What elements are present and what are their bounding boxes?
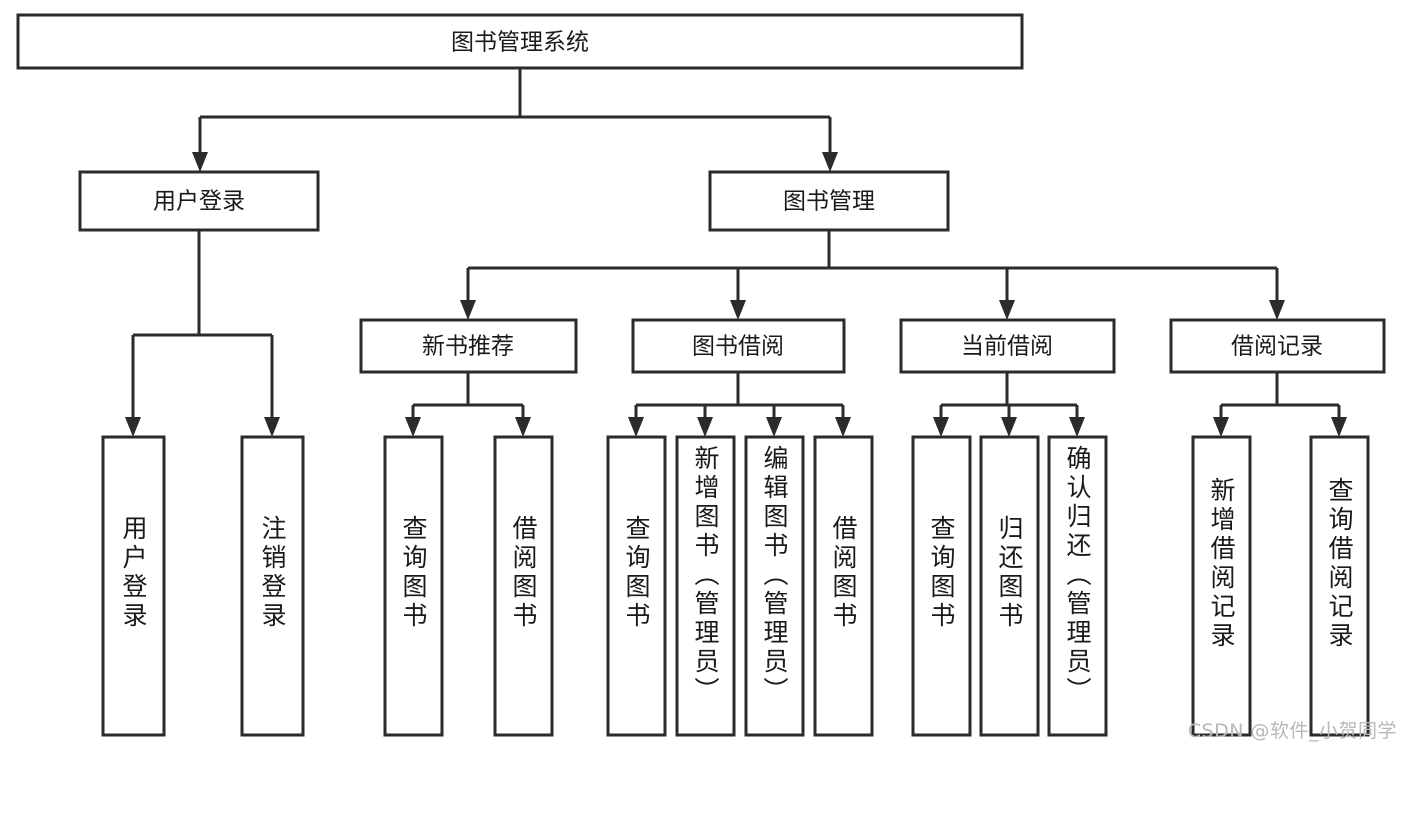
node-new-book-recommend-box[interactable] xyxy=(359,318,578,374)
arrow-head-bb-1 xyxy=(628,417,644,437)
connector-borrow-record-to-leaves xyxy=(1213,372,1347,437)
arrow-head-br-1 xyxy=(1213,417,1229,437)
arrow-head-bm-3 xyxy=(999,300,1015,320)
node-book-borrow[interactable]: 图书借阅 xyxy=(631,318,846,374)
leaf-add-book-admin-box[interactable] xyxy=(675,435,736,737)
connector-current-borrow-to-leaves xyxy=(933,372,1085,437)
leaf-query-book-1-box[interactable] xyxy=(383,435,444,737)
node-current-borrow[interactable]: 当前借阅 xyxy=(899,318,1116,374)
arrow-head-root-1 xyxy=(192,152,208,172)
leaf-query-borrow-record-box[interactable] xyxy=(1309,435,1370,737)
node-root[interactable]: 图书管理系统 xyxy=(16,13,1024,70)
arrow-head-user-login-1 xyxy=(125,417,141,437)
node-user-login[interactable]: 用户登录 xyxy=(78,170,320,232)
arrow-head-bm-2 xyxy=(730,300,746,320)
arrow-head-br-2 xyxy=(1331,417,1347,437)
leaf-query-book-3-box[interactable] xyxy=(911,435,972,737)
leaf-return-book-box[interactable] xyxy=(979,435,1040,737)
node-new-book-recommend[interactable]: 新书推荐 xyxy=(359,318,578,374)
node-book-management-label: 图书管理 xyxy=(783,189,875,215)
node-current-borrow-box[interactable] xyxy=(899,318,1116,374)
arrow-head-bb-4 xyxy=(835,417,851,437)
node-user-login-label: 用户登录 xyxy=(153,189,245,215)
arrow-head-nbr-2 xyxy=(515,417,531,437)
node-borrow-record-box[interactable] xyxy=(1169,318,1386,374)
connector-root-to-level2 xyxy=(192,68,838,172)
arrow-head-user-login-2 xyxy=(264,417,280,437)
leaf-user-logout-box[interactable] xyxy=(240,435,305,737)
leaf-user-login-box[interactable] xyxy=(101,435,166,737)
node-book-management-box[interactable] xyxy=(708,170,950,232)
node-book-borrow-label: 图书借阅 xyxy=(692,334,784,360)
node-book-borrow-box[interactable] xyxy=(631,318,846,374)
diagram-canvas: 图书管理系统 用户登录 图书管理 xyxy=(16,13,1396,742)
node-root-box[interactable] xyxy=(16,13,1024,70)
arrow-head-nbr-1 xyxy=(405,417,421,437)
leaf-borrow-book-2-box[interactable] xyxy=(813,435,874,737)
connector-new-book-recommend-to-leaves xyxy=(405,372,531,437)
arrow-head-bm-4 xyxy=(1269,300,1285,320)
arrow-head-cb-3 xyxy=(1069,417,1085,437)
node-new-book-recommend-label: 新书推荐 xyxy=(422,334,514,360)
arrow-head-bb-2 xyxy=(697,417,713,437)
connector-user-login-to-leaves xyxy=(125,230,280,437)
connector-book-borrow-to-leaves xyxy=(628,372,851,437)
arrow-head-cb-1 xyxy=(933,417,949,437)
node-book-management[interactable]: 图书管理 xyxy=(708,170,950,232)
leaf-borrow-book-1-box[interactable] xyxy=(493,435,554,737)
connector-book-management-to-level3 xyxy=(460,230,1285,320)
node-borrow-record-label: 借阅记录 xyxy=(1231,334,1323,360)
node-root-label: 图书管理系统 xyxy=(451,30,589,56)
leaf-query-book-2-box[interactable] xyxy=(606,435,667,737)
tree-diagram-svg: 图书管理系统 用户登录 图书管理 xyxy=(16,13,1386,737)
arrow-head-cb-2 xyxy=(1001,417,1017,437)
leaf-add-borrow-record-box[interactable] xyxy=(1191,435,1252,737)
node-current-borrow-label: 当前借阅 xyxy=(961,334,1053,360)
arrow-head-bm-1 xyxy=(460,300,476,320)
leaf-edit-book-admin-box[interactable] xyxy=(744,435,805,737)
leaf-confirm-return-admin-box[interactable] xyxy=(1047,435,1108,737)
node-borrow-record[interactable]: 借阅记录 xyxy=(1169,318,1386,374)
arrow-head-bb-3 xyxy=(766,417,782,437)
arrow-head-root-2 xyxy=(822,152,838,172)
